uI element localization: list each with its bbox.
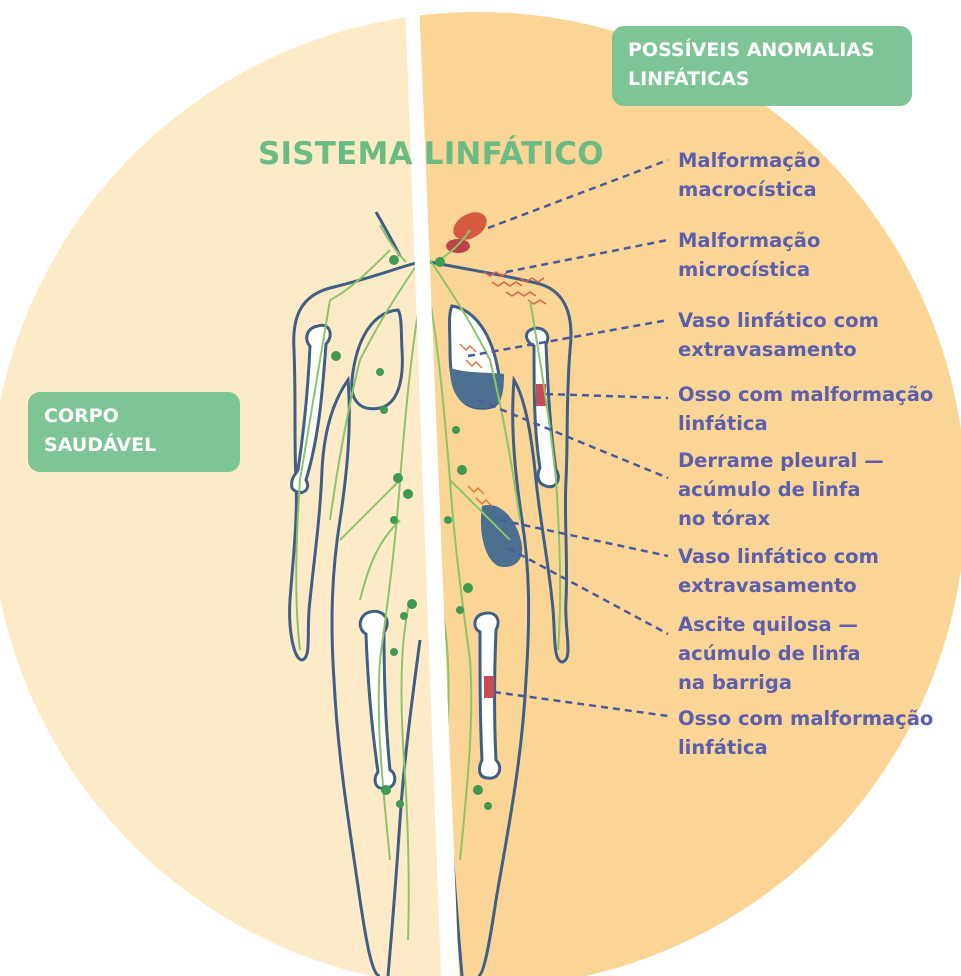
callout-bone-arm: Osso com malformação linfática [678,380,933,438]
callout-pleural-effusion: Derrame pleural — acúmulo de linfa no tó… [678,446,884,533]
callout-bone-leg: Osso com malformação linfática [678,704,933,762]
callout-chylous-ascites: Ascite quilosa — acúmulo de linfa na bar… [678,610,861,697]
anomalies-badge: POSSÍVEIS ANOMALIAS LINFÁTICAS [612,26,912,106]
healthy-body-badge: CORPO SAUDÁVEL [28,392,240,472]
callout-microcystic: Malformação microcística [678,226,820,284]
callout-leaking-vessel-lower: Vaso linfático com extravasamento [678,542,879,600]
callout-macrocystic: Malformação macrocística [678,146,820,204]
diagram-title: SISTEMA LINFÁTICO [258,136,604,172]
callout-leaking-vessel-upper: Vaso linfático com extravasamento [678,306,879,364]
